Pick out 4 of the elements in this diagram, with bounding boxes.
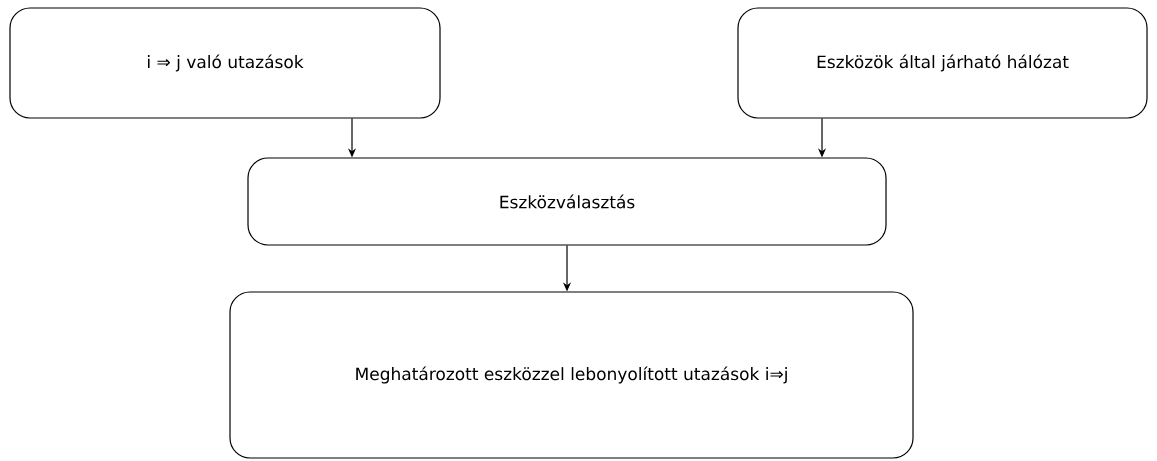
process-box: i ⇒ j való utazások <box>9 7 441 119</box>
process-box: Eszközválasztás <box>247 157 887 246</box>
process-box: Meghatározott eszközzel lebonyolított utazások i⇒j <box>229 291 914 459</box>
process-box: Eszközök által járható hálózat <box>737 7 1148 119</box>
